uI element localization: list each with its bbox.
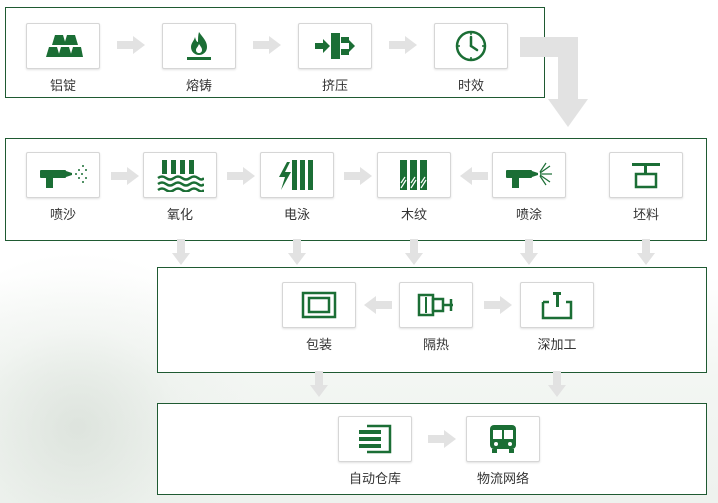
arrow-down-icon [637,239,655,265]
arrow-down-icon [405,239,423,265]
step-label: 木纹 [400,208,427,223]
ingot-icon [46,35,83,57]
step-label: 深加工 [537,338,577,353]
arrow-left-icon [460,167,488,185]
machining-icon [541,292,573,320]
thermal-break-icon [417,293,453,317]
step-extrusion: 挤压 [298,23,372,94]
step-label: 包装 [305,338,332,353]
arrow-down-icon [288,239,306,265]
step-automated-warehouse: 自动仓库 [338,416,412,487]
panel-row-4 [157,403,707,495]
step-label: 氧化 [166,208,193,223]
step-label: 隔热 [422,338,449,353]
step-label: 喷涂 [515,208,542,223]
panel-row-2 [5,138,707,241]
arrow-right-icon [117,36,145,54]
warehouse-icon [359,424,392,454]
arrow-down-icon [310,371,328,397]
step-blank: 坯料 [609,152,683,223]
arrow-down-icon [548,371,566,397]
arrow-right-icon [253,36,281,54]
arrow-right-icon [484,296,512,314]
step-powder-coating: 喷涂 [492,152,566,223]
step-label: 时效 [457,79,484,94]
sand-spray-icon [40,165,87,188]
step-packaging: 包装 [282,282,356,353]
step-label: 熔铸 [185,79,212,94]
blank-icon [632,163,660,189]
arrow-right-icon [111,167,139,185]
step-aluminum-ingot: 铝锭 [26,23,100,94]
oxidation-icon [157,160,204,192]
step-electrophoresis: 电泳 [260,152,334,223]
step-oxidation: 氧化 [143,152,217,223]
step-casting: 熔铸 [162,23,236,94]
electrophoresis-icon [279,160,313,190]
arrow-right-icon [428,430,456,448]
wood-grain-icon [400,160,427,190]
arrow-left-icon [364,296,392,314]
spray-gun-icon [506,162,552,188]
step-thermal-break: 隔热 [399,282,473,353]
arrow-down-icon [520,239,538,265]
step-label: 坯料 [632,208,659,223]
arrow-right-icon [344,167,372,185]
step-label: 电泳 [283,208,310,223]
step-label: 自动仓库 [348,472,401,487]
arrow-bend-down-icon [520,37,588,127]
step-logistics-network: 物流网络 [466,416,540,487]
step-sand-blasting: 喷沙 [26,152,100,223]
step-label: 铝锭 [49,79,76,94]
flame-icon [187,32,211,60]
step-aging: 时效 [434,23,508,94]
arrow-right-icon [227,167,255,185]
arrow-down-icon [172,239,190,265]
extrusion-icon [315,33,355,59]
step-label: 喷沙 [49,208,76,223]
step-deep-processing: 深加工 [520,282,594,353]
bus-icon [490,425,516,453]
package-icon [301,291,337,319]
step-label: 挤压 [321,79,348,94]
arrow-right-icon [389,36,417,54]
clock-icon [455,30,487,62]
step-label: 物流网络 [476,472,529,487]
step-wood-grain: 木纹 [377,152,451,223]
